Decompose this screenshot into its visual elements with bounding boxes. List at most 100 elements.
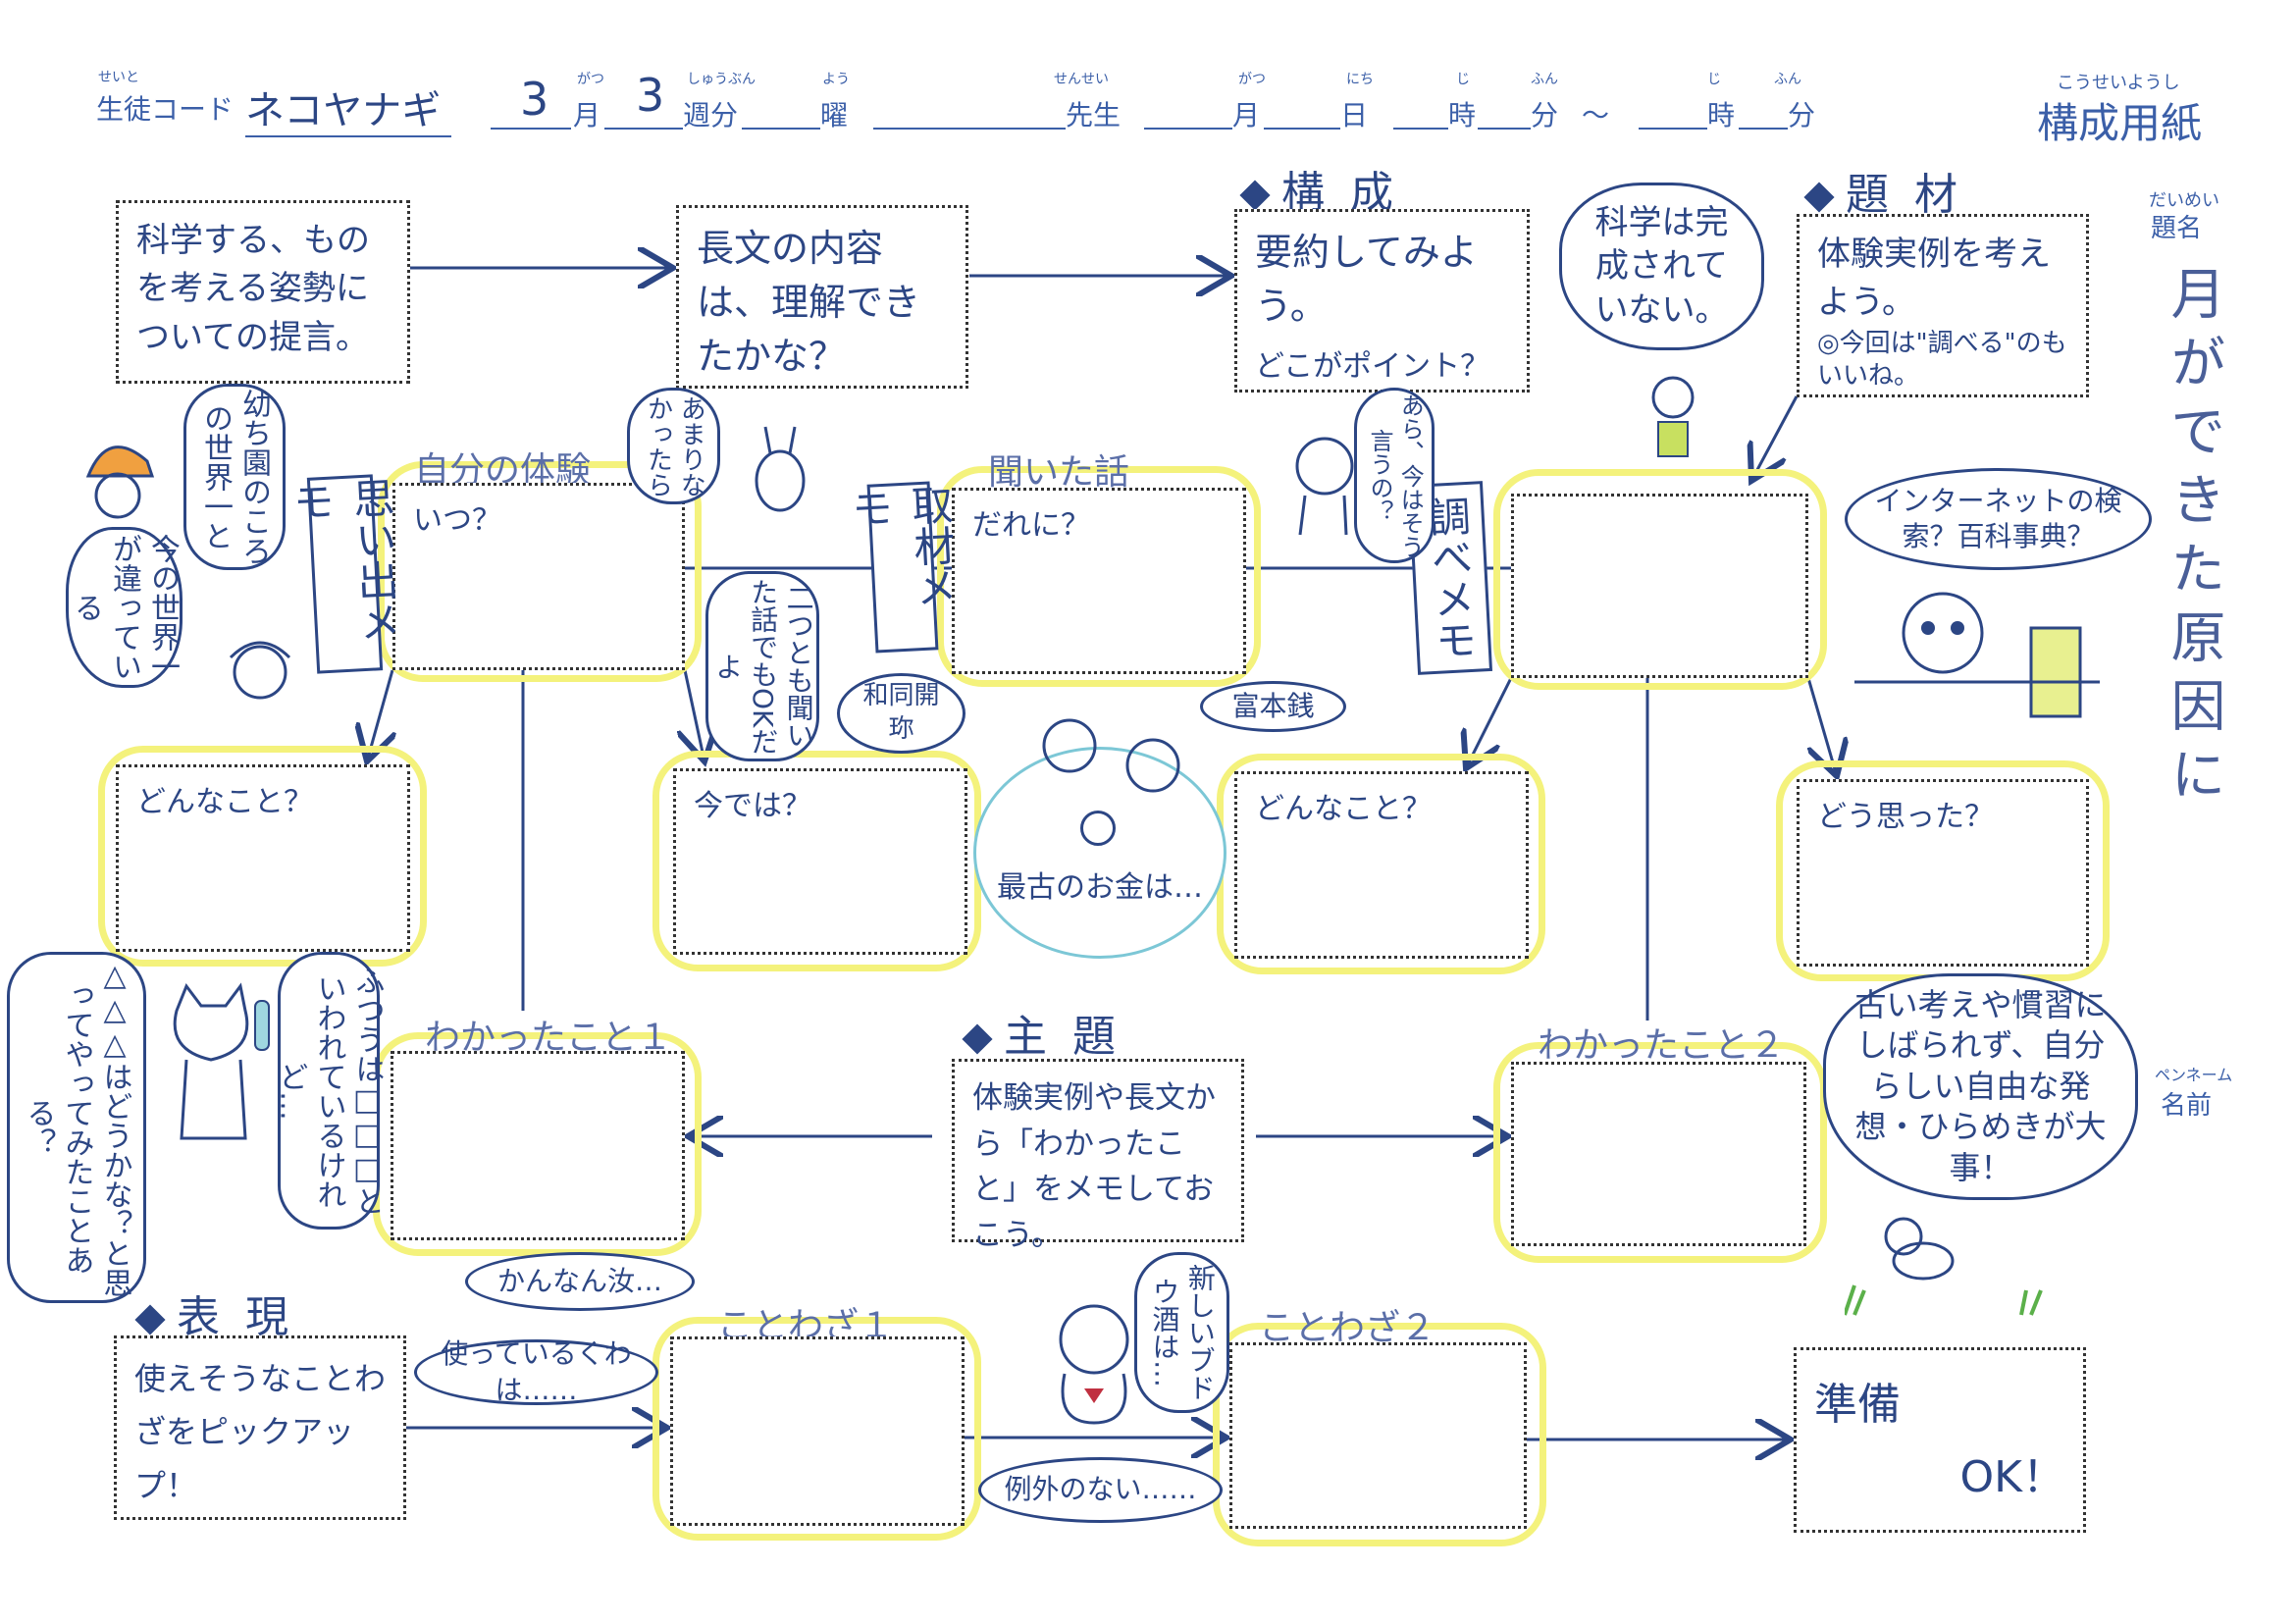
own-what-box[interactable]: どんなこと？ <box>116 764 410 952</box>
highlight-cloud <box>1493 469 1827 690</box>
penname-label: 名前 <box>2161 1091 2213 1121</box>
bubble-science: 科学は完成されていない。 <box>1559 183 1764 350</box>
start-hour-ruby: じ <box>1456 72 1470 87</box>
end-min-label: 分 <box>1788 99 1816 131</box>
research-what-box[interactable]: どんなこと？ <box>1234 771 1529 959</box>
bubble-fuhonsen: 富本銭 <box>1200 681 1346 732</box>
label-proverb-2: ことわざ２ <box>1259 1308 1436 1348</box>
child-illustration <box>229 641 291 700</box>
teacher-field[interactable] <box>873 88 1066 130</box>
bear-with-wine-illustration <box>1059 1304 1129 1425</box>
highlight-cloud <box>937 466 1261 687</box>
date-day-label: 日 <box>1340 99 1369 131</box>
bubble-new-wine: 新しいブドウ酒は… <box>1134 1252 1229 1413</box>
bubble-both-ok: 二つとも聞いた話でもOKだよ <box>705 571 819 761</box>
start-hour-field[interactable] <box>1393 88 1448 130</box>
summary-box[interactable]: 要約してみよう。 どこがポイント？ <box>1234 209 1530 393</box>
diamond-icon <box>962 1023 993 1055</box>
learned-2-box[interactable] <box>1511 1062 1806 1246</box>
diamond-icon <box>1803 182 1835 213</box>
end-hour-label: 時 <box>1707 99 1736 131</box>
research-box[interactable] <box>1511 494 1808 678</box>
theme-box[interactable]: 体験実例や長文から「わかったこと」をメモしておこう。 <box>952 1059 1244 1253</box>
month-field[interactable]: 3 <box>520 73 549 126</box>
bird-and-grass-illustration <box>1845 1217 2043 1316</box>
bubble-old-ideas: 古い考えや慣習にしばられず、自分らしい自由な発想・ひらめきが大事！ <box>1823 973 2138 1200</box>
highlight-cloud <box>652 1317 981 1541</box>
rabbit-illustration <box>755 426 806 512</box>
penname-ruby: ペンネーム <box>2155 1066 2233 1084</box>
example-box[interactable]: 体験実例を考えよう。 ◎今回は"調べる"のもいいね。 <box>1797 214 2089 397</box>
month-ruby: がつ <box>577 72 604 87</box>
bubble-internet: インターネットの検索？百科事典？ <box>1845 468 2152 570</box>
diamond-icon <box>1239 180 1271 211</box>
section-theme-label: 主題 <box>1004 1012 1141 1062</box>
heard-story-box[interactable]: だれに？ <box>952 488 1246 674</box>
bubble-oldest-money: 最古のお金は… <box>973 747 1226 959</box>
end-hour-ruby: じ <box>1707 72 1721 87</box>
time-range-tilde: ～ <box>1582 99 1610 131</box>
frog-illustration <box>1651 376 1695 457</box>
own-experience-box[interactable]: いつ？ <box>392 483 685 670</box>
end-hour-field[interactable] <box>1639 88 1707 130</box>
proposal-box[interactable]: 科学する、ものを考える姿勢についての提言。 <box>116 200 410 384</box>
title-label: 題名 <box>2151 214 2203 243</box>
highlight-cloud <box>1213 1323 1546 1546</box>
research-thought-box[interactable]: どう思った？ <box>1797 779 2089 967</box>
bubble-usually: ふつうは□□□といわれているけれど… <box>274 952 385 1230</box>
bubble-used-hoe: 使っているくわは…… <box>414 1337 658 1406</box>
title-field[interactable]: 月ができた原因に <box>2162 265 2225 814</box>
coin-icon <box>1080 811 1116 846</box>
label-learned-2: わかったこと２ <box>1538 1025 1786 1066</box>
bubble-how-about: △△△はどうかな？と思ってやってみたことある？ <box>7 952 146 1303</box>
end-min-field[interactable] <box>1739 88 1788 130</box>
date-month-ruby: がつ <box>1238 72 1266 87</box>
proverb-2-box[interactable] <box>1229 1342 1527 1529</box>
summary-line-1: 要約してみよう。 <box>1255 231 1478 329</box>
bubble-no-exception: 例外のない…… <box>978 1457 1223 1523</box>
date-day-field[interactable] <box>1264 88 1340 130</box>
weekday-label: 曜 <box>820 99 849 131</box>
ready-line-1: 準備 <box>1814 1380 1901 1430</box>
week-field[interactable]: 3 <box>636 69 665 122</box>
section-expression-label: 表現 <box>177 1292 314 1342</box>
sheet-title-ruby: こうせいようし <box>2057 73 2180 93</box>
learned-1-box[interactable] <box>391 1051 685 1240</box>
bubble-kannan: かんなん汝… <box>465 1252 695 1311</box>
scientist-cat-illustration <box>173 982 270 1140</box>
understood-box[interactable]: 長文の内容は、理解できたかな？ <box>676 205 968 389</box>
start-min-field[interactable] <box>1478 88 1531 130</box>
mice-illustration <box>1042 718 1180 793</box>
arrow-research-to-thought <box>1806 677 1837 776</box>
date-day-ruby: にち <box>1346 72 1374 87</box>
month-blank <box>491 88 571 130</box>
heard-now-box[interactable]: 今では？ <box>673 768 967 955</box>
date-month-field[interactable] <box>1144 88 1232 130</box>
section-material-label: 題材 <box>1846 170 1983 220</box>
example-line-2: ◎今回は"調べる"のもいいね。 <box>1817 328 2067 392</box>
bear-illustration <box>1295 437 1354 536</box>
bubble-not-much: あまりなかったら <box>627 388 720 504</box>
ready-box[interactable]: 準備 OK！ <box>1794 1347 2086 1533</box>
section-material: 題材 <box>1803 159 1983 222</box>
start-min-label: 分 <box>1531 99 1559 131</box>
section-expression: 表現 <box>134 1282 314 1344</box>
student-code-field[interactable]: ネコヤナギ <box>245 79 451 137</box>
date-month-label: 月 <box>1232 99 1261 131</box>
section-theme: 主題 <box>962 1001 1141 1064</box>
panda-with-book-illustration <box>1854 592 2100 718</box>
bubble-now-world: 今の世界一が違っている <box>66 527 183 688</box>
oldest-money-text: 最古のお金は… <box>997 870 1203 905</box>
highlight-cloud <box>98 746 427 967</box>
month-label: 月 <box>573 99 601 131</box>
expression-box[interactable]: 使えそうなことわざをピックアップ！ <box>114 1335 406 1520</box>
proverb-1-box[interactable] <box>670 1336 965 1526</box>
weekday-ruby: よう <box>822 72 850 87</box>
weekday-field[interactable] <box>742 88 820 130</box>
bubble-oh-now: あら、今はそう言うの？ <box>1354 388 1435 563</box>
bubble-kindergarten: 幼ち園のころの世界一と <box>183 384 286 570</box>
bubble-wadokaichin: 和同開珎 <box>837 673 965 754</box>
summary-line-2: どこがポイント？ <box>1255 349 1490 385</box>
week-blank <box>604 88 683 130</box>
